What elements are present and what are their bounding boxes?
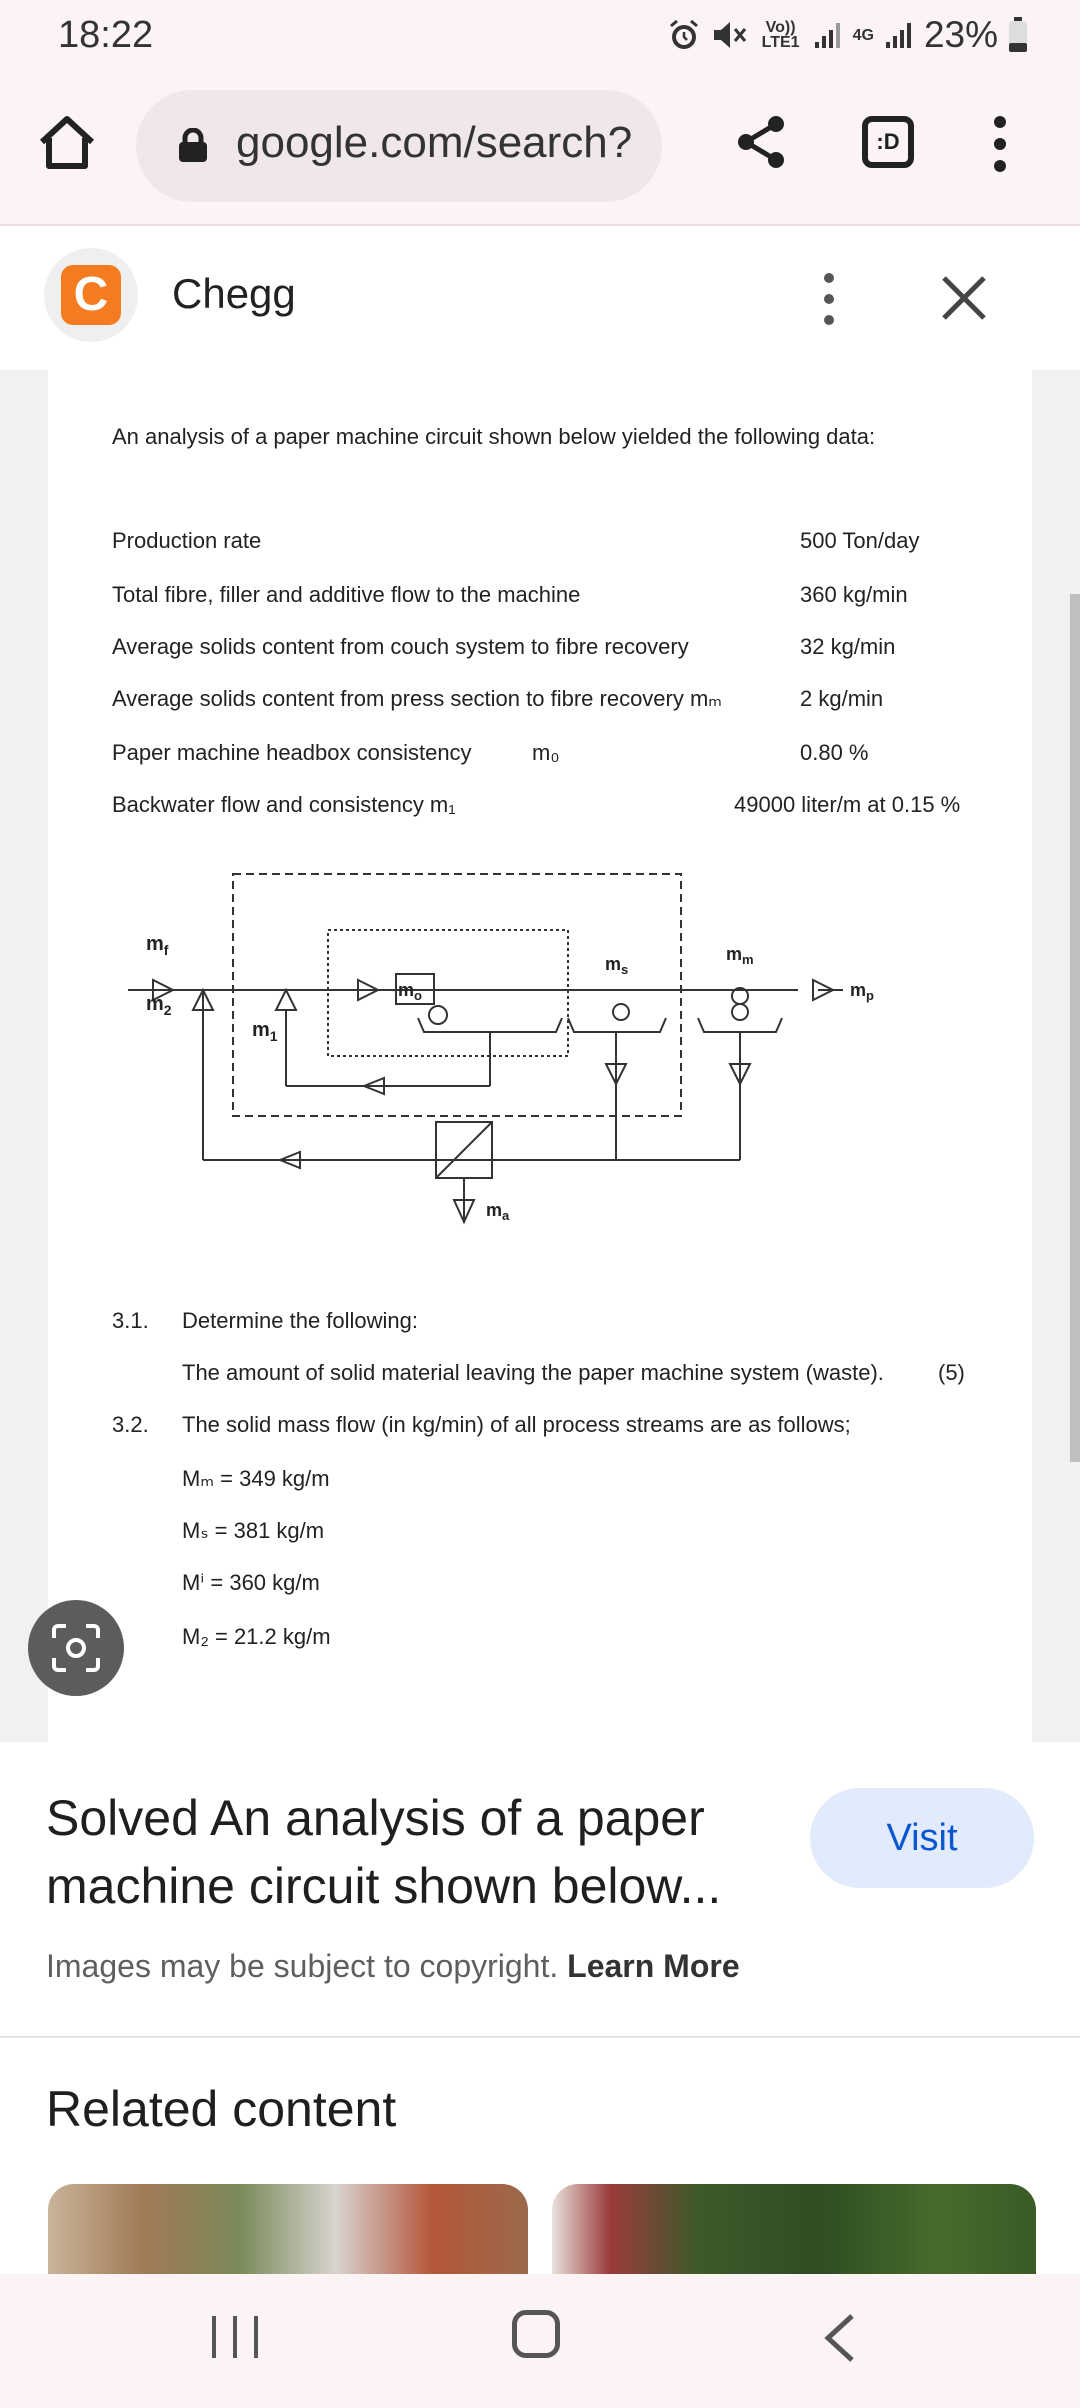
image-preview: An analysis of a paper machine circuit s… [0, 370, 1080, 1742]
browser-toolbar: google.com/search? :D [0, 72, 1080, 226]
question-text: Determine the following: [182, 1308, 419, 1333]
label-mf: mf [146, 933, 169, 958]
row-label: Backwater flow and consistency m₁ [112, 792, 456, 817]
status-time: 18:22 [58, 14, 154, 56]
back-icon[interactable] [822, 2312, 858, 2364]
url-text: google.com/search? [236, 118, 633, 167]
flow-value: Mⁱ = 360 kg/m [182, 1570, 320, 1595]
row-symbol: m₀ [532, 740, 560, 765]
row-label: Production rate [112, 528, 262, 553]
system-nav-bar [0, 2274, 1080, 2408]
label-mm: mm [726, 944, 754, 967]
lens-button[interactable] [28, 1600, 124, 1696]
source-header: C Chegg [0, 226, 1080, 370]
home-icon[interactable] [34, 110, 100, 176]
row-value: 500 Ton/day [800, 528, 920, 553]
label-mp: mp [850, 980, 874, 1003]
question-marks: (5) [938, 1360, 965, 1385]
visit-button[interactable]: Visit [810, 1788, 1034, 1888]
recent-apps-icon[interactable] [208, 2314, 262, 2360]
scrollbar[interactable] [1070, 594, 1080, 1462]
process-diagram: mf m2 m1 mo ms mm mp ma [128, 873, 874, 1225]
status-bar: 18:22 Vo)) LTE1 4G 23% [0, 0, 1080, 72]
row-label: Average solids content from couch system… [112, 634, 689, 659]
copyright-notice: Images may be subject to copyright. Lear… [46, 1948, 740, 1985]
row-label: Paper machine headbox consistency [112, 740, 472, 765]
row-value: 360 kg/min [800, 582, 908, 607]
signal-icon-2 [885, 23, 911, 48]
battery-icon [1009, 17, 1027, 52]
mute-icon [713, 22, 746, 48]
learn-more-link[interactable]: Learn More [567, 1948, 740, 1984]
source-more-icon[interactable] [818, 272, 840, 326]
row-value: 2 kg/min [800, 686, 884, 711]
more-menu-icon[interactable] [988, 114, 1012, 174]
question-subtext: The amount of solid material leaving the… [182, 1360, 884, 1385]
lens-icon [52, 1624, 100, 1672]
status-icons: Vo)) LTE1 4G 23% [667, 14, 1028, 56]
signal-icon-1 [814, 23, 840, 48]
row-label: Average solids content from press sectio… [112, 686, 723, 711]
related-thumbnail-1[interactable] [48, 2184, 528, 2274]
related-thumbnail-2[interactable] [552, 2184, 1036, 2274]
row-value: 32 kg/min [800, 634, 896, 659]
row-value: 0.80 % [800, 740, 869, 765]
label-m2: m2 [146, 993, 172, 1018]
row-label: Total fibre, filler and additive flow to… [112, 582, 581, 607]
divider [0, 2036, 1080, 2038]
question-number: 3.2. [112, 1412, 149, 1437]
flow-value: Mₛ = 381 kg/m [182, 1518, 325, 1543]
question-text: The solid mass flow (in kg/min) of all p… [182, 1412, 851, 1437]
flow-value: Mₘ = 349 kg/m [182, 1466, 330, 1491]
volte-label: Vo)) LTE1 [761, 19, 800, 51]
site-name[interactable]: Chegg [172, 270, 296, 317]
site-favicon: C [44, 248, 138, 342]
address-bar[interactable]: google.com/search? [136, 90, 662, 202]
label-m1: m1 [252, 1019, 278, 1044]
row-value: 49000 liter/m at 0.15 % [734, 792, 961, 817]
label-ma: ma [486, 1200, 510, 1223]
close-icon[interactable] [936, 270, 992, 326]
doc-intro: An analysis of a paper machine circuit s… [112, 424, 876, 449]
lock-icon [179, 128, 207, 162]
share-icon[interactable] [732, 112, 792, 172]
tab-switcher-button[interactable]: :D [862, 116, 914, 168]
result-title[interactable]: Solved An analysis of a paper machine ci… [46, 1790, 722, 1914]
related-heading: Related content [46, 2081, 397, 2137]
copyright-text: Images may be subject to copyright. [46, 1948, 559, 1984]
battery-percent: 23% [923, 14, 998, 55]
question-number: 3.1. [112, 1308, 149, 1333]
chegg-logo: C [61, 265, 121, 325]
alarm-icon [669, 19, 698, 49]
network-type: 4G [852, 26, 874, 44]
label-ms: ms [605, 954, 628, 977]
flow-value: M₂ = 21.2 kg/m [182, 1624, 331, 1649]
document-image: An analysis of a paper machine circuit s… [48, 370, 1032, 1742]
label-mo: mo [398, 980, 422, 1003]
nav-home-icon[interactable] [512, 2310, 560, 2358]
